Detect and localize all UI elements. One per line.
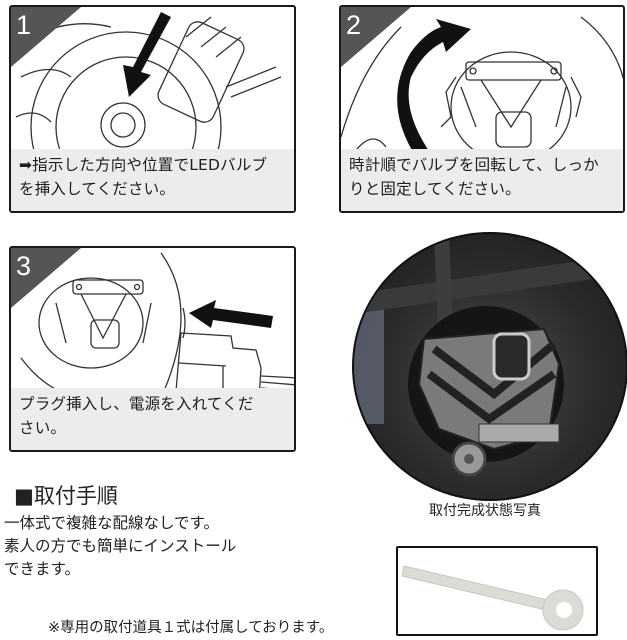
step-1-panel: 1 ➡指示した方向や位置でLEDバルブ を挿入してください。 <box>9 5 296 213</box>
tool-image-box <box>396 546 598 636</box>
step-caption: 時計順でバルブを回転して、しっか りと固定してください。 <box>341 149 623 211</box>
photo-caption: 取付完成状態写真 <box>429 503 541 519</box>
connect-plug-illustration <box>20 252 294 399</box>
step-2-panel: 2 時計順でバルブを回転して、しっか りと固定してください。 <box>339 5 625 213</box>
included-tool-note: ※専用の取付道具１式は付属しております。 <box>48 620 334 636</box>
section-title: ■取付手順 <box>14 484 118 508</box>
installation-tool-icon <box>401 565 584 631</box>
rotate-clockwise-illustration <box>341 16 623 163</box>
step-number-badge: 1 <box>11 7 81 67</box>
section-description: 一体式で複雑な配線なしです。 素人の方でも簡単にインストール できます。 <box>4 514 237 578</box>
installed-bulb-photo-art <box>354 234 626 477</box>
step-3-panel: 3 プラグ挿入し、電源を入れてくだ さい。 <box>9 246 296 452</box>
step-number-badge: 2 <box>341 7 411 67</box>
step-number-badge: 3 <box>11 248 81 308</box>
step-caption: プラグ挿入し、電源を入れてくだ さい。 <box>11 388 294 450</box>
installed-photo <box>352 232 627 501</box>
step-caption: ➡指示した方向や位置でLEDバルブ を挿入してください。 <box>11 149 294 211</box>
